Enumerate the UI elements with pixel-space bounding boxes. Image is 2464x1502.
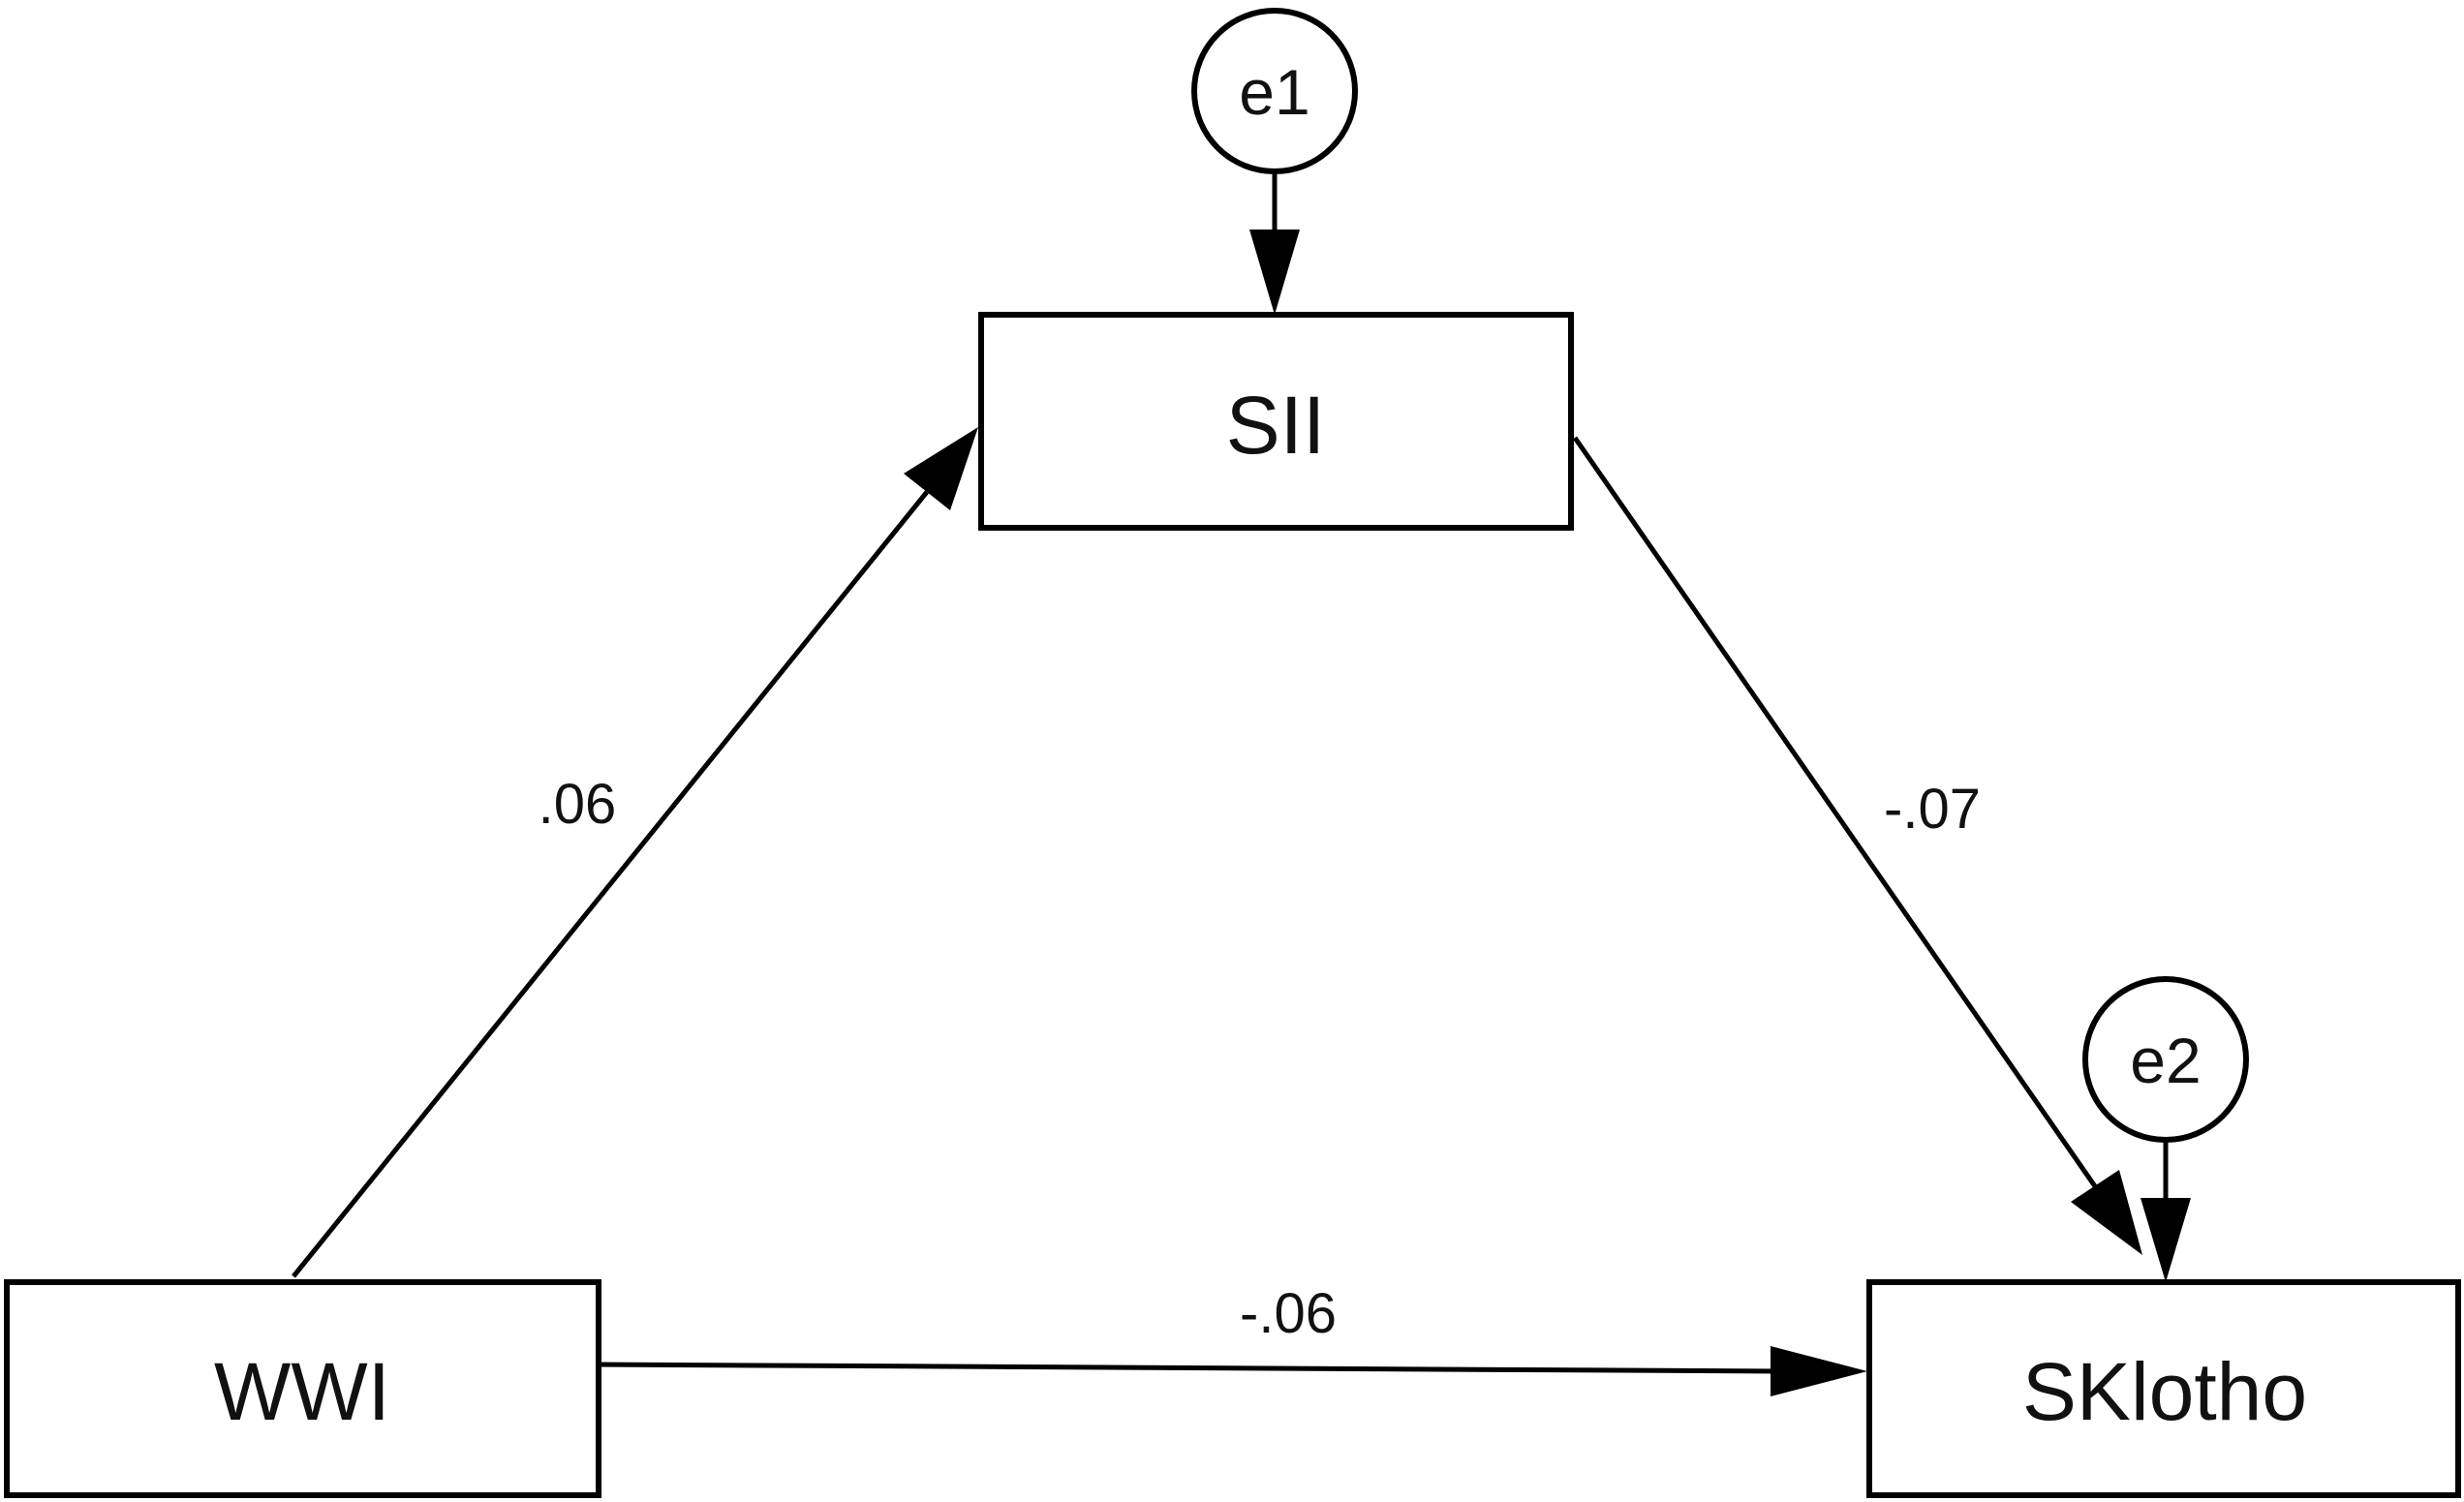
error-e2-label: e2 xyxy=(2130,1025,2201,1096)
coef-wwi-to-sii: .06 xyxy=(539,773,617,836)
node-sklotho-box xyxy=(1866,1279,2461,1498)
error-e2-circle xyxy=(2082,976,2249,1143)
path-wwi-to-sii xyxy=(292,490,929,1278)
node-sii-box xyxy=(978,312,1574,531)
path-sii-to-sklotho xyxy=(1572,436,2098,1188)
node-wwi-box xyxy=(4,1279,601,1498)
arrowhead-e1-to-sii xyxy=(1249,230,1300,315)
arrowhead-e2-to-sklotho xyxy=(2141,1198,2191,1282)
path-wwi-to-sklotho xyxy=(598,1362,1783,1374)
arrowhead-sii-to-sklotho xyxy=(2071,1170,2142,1255)
node-wwi-label: WWI xyxy=(214,1346,390,1437)
node-sii: SII xyxy=(978,312,1574,531)
error-e1: e1 xyxy=(1191,8,1358,174)
error-e1-circle xyxy=(1191,8,1358,174)
node-sklotho: SKlotho xyxy=(1866,1279,2461,1498)
error-e1-label: e1 xyxy=(1239,56,1309,128)
error-e2: e2 xyxy=(2082,976,2249,1143)
node-wwi: WWI xyxy=(4,1279,601,1498)
node-sklotho-label: SKlotho xyxy=(2022,1346,2307,1437)
coef-sii-to-sklotho: -.07 xyxy=(1884,778,1981,841)
arrowhead-wwi-to-sii xyxy=(904,427,978,510)
node-sii-label: SII xyxy=(1226,380,1326,471)
coef-wwi-to-sklotho: -.06 xyxy=(1240,1282,1337,1345)
arrowhead-wwi-to-sklotho xyxy=(1771,1346,1867,1396)
